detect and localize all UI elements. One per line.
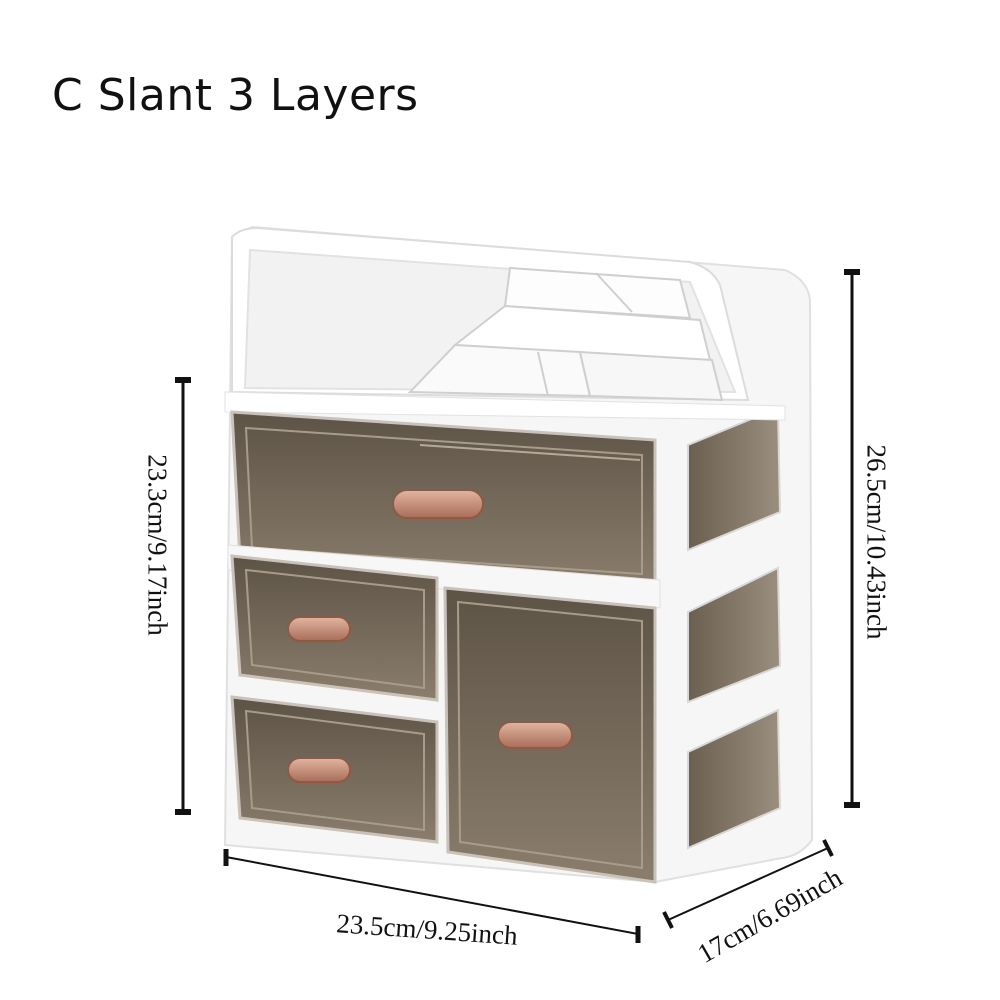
height-left-label: 23.3cm/9.17inch [142,454,173,636]
width-line [225,856,639,935]
drawer-middle-left [230,554,439,702]
product-title: C Slant 3 Layers [52,70,419,121]
drawer-top [230,410,657,590]
depth-line [667,847,829,921]
drawer-tall-right [443,586,657,884]
height-right-label: 26.5cm/10.43inch [861,444,892,640]
drawer-bottom-left [230,695,439,844]
dimension-lines [175,269,860,943]
